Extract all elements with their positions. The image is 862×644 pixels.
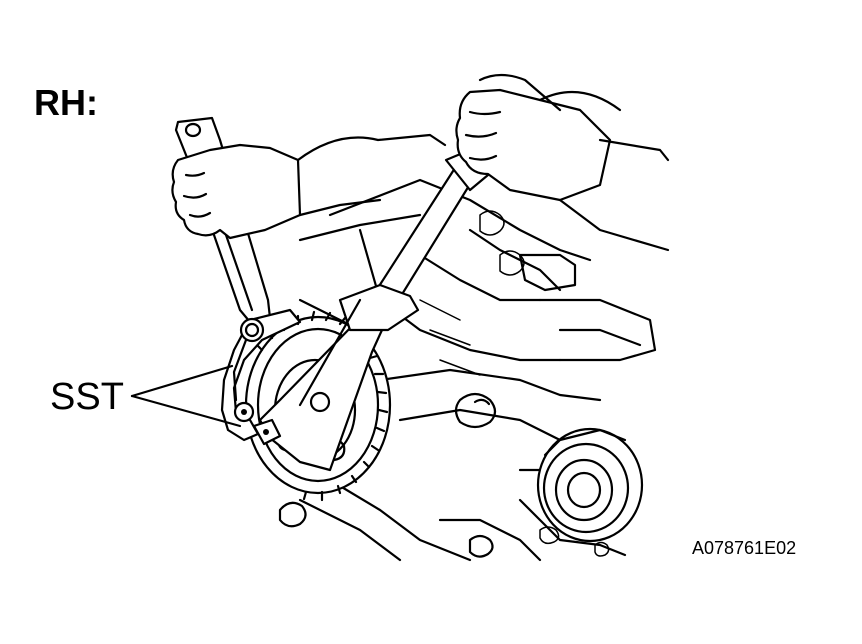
figure-id: A078761E02 (692, 538, 797, 558)
sst-callout-label: SST (50, 376, 124, 418)
torque-wrench (252, 148, 490, 472)
left-hand (171, 133, 447, 240)
idler-pulley (536, 427, 644, 543)
sst-leader-lines (130, 364, 242, 428)
right-hand (455, 73, 670, 252)
side-label: RH: (34, 82, 98, 123)
